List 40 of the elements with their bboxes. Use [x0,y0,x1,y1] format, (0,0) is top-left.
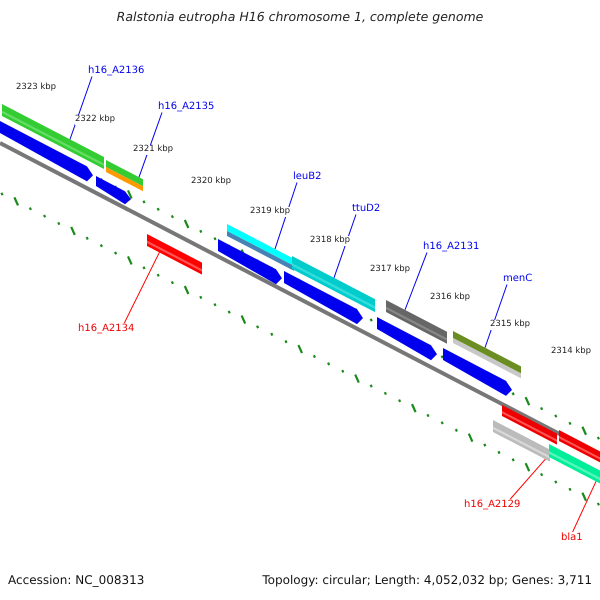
gene-label: menC [503,273,532,284]
cds-feature [218,239,282,284]
gene-label: bla1 [561,532,583,544]
gene-bar [502,405,557,445]
gene-label: h16_A2134 [78,323,134,334]
scale-label: 2314 kbp [551,347,592,357]
gene-bar [106,160,143,192]
gene-label: h16_A2136 [88,65,144,76]
accession-text: Accession: NC_008313 [8,574,144,588]
cds-feature [0,121,93,182]
gene-bar [147,234,202,275]
cds-feature [443,348,512,396]
scale-label: 2318 kbp [310,236,350,246]
gene-bar [386,300,447,344]
leader-line [404,252,428,310]
gene-label: h16_A2129 [464,499,520,510]
gene-bar [227,224,294,271]
genome-summary: Topology: circular; Length: 4,052,032 bp; Genes: 3,711 [262,574,592,588]
gene-label: leuB2 [293,171,322,182]
leader-line [124,252,160,324]
scale-label: 2321 kbp [133,145,174,155]
scale-label: 2320 kbp [191,177,232,187]
scale-label: 2319 kbp [250,207,290,217]
gene-label: h16_A2131 [423,241,480,252]
cds-feature [284,271,363,324]
map-title: Ralstonia eutropha H16 chromosome 1, complete genome [116,10,484,24]
scale-label: 2316 kbp [430,293,470,303]
gene-bar [559,430,600,462]
gene-label: ttuD2 [352,203,380,214]
leader-line [572,480,596,532]
cds-feature [377,317,437,360]
gene-bar [453,331,521,378]
leader-line [274,182,298,250]
scale-label: 2323 kbp [16,83,56,93]
gene-label: h16_A2135 [158,101,214,112]
scale-label: 2315 kbp [490,320,530,330]
scale-label: 2322 kbp [75,115,116,125]
scale-label: 2317 kbp [370,265,410,275]
cds-feature [96,176,131,204]
leader-line [510,458,546,500]
